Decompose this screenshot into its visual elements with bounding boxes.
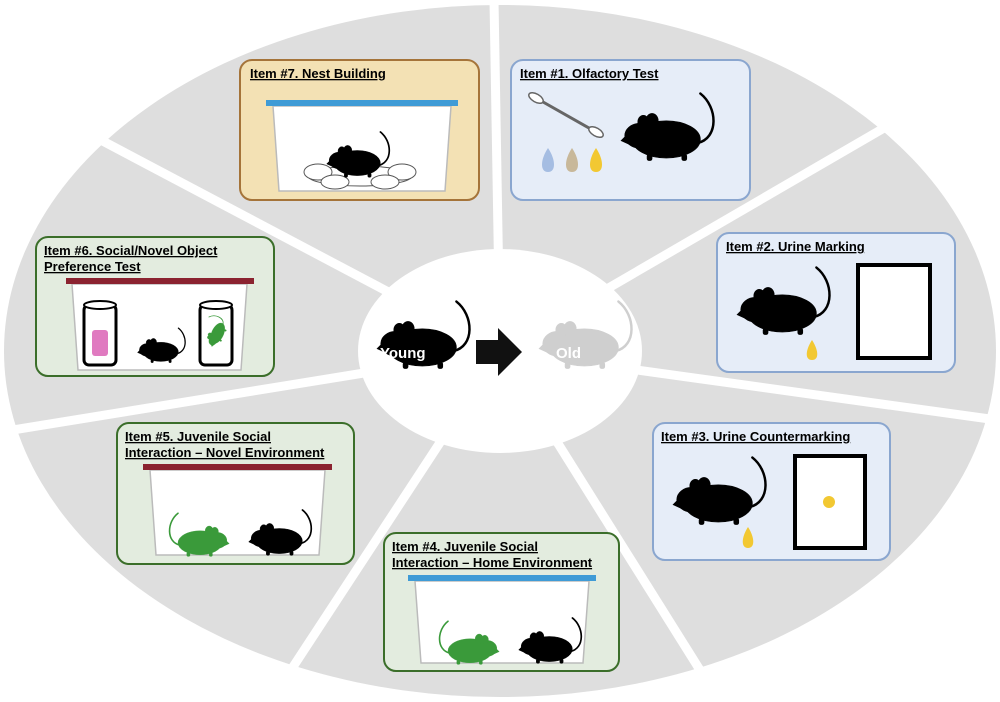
panel-item1-olfactory-test: Item #1. Olfactory Test (510, 59, 751, 201)
panel-item7-nest-building: Item #7. Nest Building (239, 59, 480, 201)
panel-item2-urine-marking: Item #2. Urine Marking (716, 232, 956, 373)
panel-item4-title-line2: Interaction – Home Environment (392, 555, 593, 570)
urine-droplet-icon (742, 527, 754, 548)
panel-item5-title-line1: Item #5. Juvenile Social (125, 429, 271, 444)
cotton-swab-icon (528, 91, 604, 139)
nest-material-icon (303, 163, 417, 190)
panel-item4-juvenile-home: Item #4. Juvenile Social Interaction – H… (383, 532, 620, 672)
young-label: Young (380, 345, 426, 362)
panel-item6-social-object-preference: Item #6. Social/Novel Object Preference … (35, 236, 275, 377)
panel-item5-juvenile-novel: Item #5. Juvenile Social Interaction – N… (116, 422, 355, 565)
cage-icon (143, 464, 332, 556)
panel-item6-title-line1: Item #6. Social/Novel Object (44, 243, 218, 258)
social-cylinder-icon (197, 300, 234, 367)
odor-droplet-icons (542, 148, 602, 172)
filter-paper-icon (856, 263, 932, 360)
object-cylinder-icon (82, 300, 118, 367)
panel-item5-title-line2: Interaction – Novel Environment (125, 445, 325, 460)
panel-item1-title: Item #1. Olfactory Test (520, 66, 659, 81)
panel-item7-title: Item #7. Nest Building (250, 66, 386, 81)
urine-droplet-icon (806, 340, 818, 360)
old-label: Old (556, 345, 581, 362)
panel-item2-title: Item #2. Urine Marking (726, 239, 865, 254)
panel-item4-title-line1: Item #4. Juvenile Social (392, 539, 538, 554)
arrow-right-icon (476, 328, 522, 376)
panel-item3-title: Item #3. Urine Countermarking (661, 429, 850, 444)
filter-paper-icon (793, 454, 867, 550)
panel-item3-urine-countermarking: Item #3. Urine Countermarking (652, 422, 891, 561)
aging-transition: Young Old (375, 300, 633, 376)
panel-item6-title-line2: Preference Test (44, 259, 141, 274)
